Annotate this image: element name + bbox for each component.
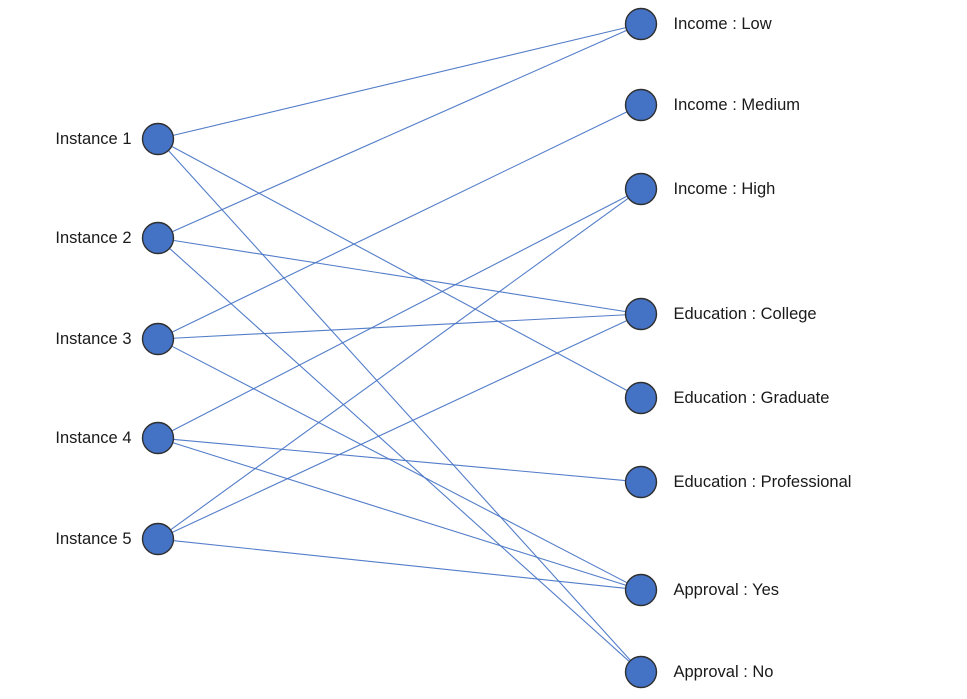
node-label-i5: Instance 5 (55, 529, 132, 548)
edge-i5-to-approval_yes (172, 539, 627, 590)
node-i1[interactable] (141, 122, 175, 156)
node-label-income_high: Income : High (673, 179, 776, 198)
node-i5[interactable] (141, 522, 175, 556)
node-approval_no[interactable] (624, 655, 658, 689)
nodes-group (141, 7, 658, 689)
edge-i5-to-edu_college (170, 319, 629, 534)
edges-group (167, 26, 632, 663)
edge-i2-to-approval_no (168, 247, 631, 663)
edge-i4-to-approval_yes (171, 441, 628, 587)
node-label-approval_no: Approval : No (673, 662, 774, 681)
node-i2[interactable] (141, 221, 175, 255)
node-edu_graduate[interactable] (624, 381, 658, 415)
node-label-approval_yes: Approval : Yes (673, 580, 780, 599)
edge-i3-to-income_medium (170, 110, 629, 334)
node-income_medium[interactable] (624, 88, 658, 122)
node-income_low[interactable] (624, 7, 658, 41)
edge-i3-to-approval_yes (170, 345, 629, 584)
edge-i4-to-edu_professional (172, 438, 627, 482)
node-income_high[interactable] (624, 172, 658, 206)
node-edu_professional[interactable] (624, 465, 658, 499)
node-i3[interactable] (141, 322, 175, 356)
edge-i3-to-edu_college (172, 314, 627, 339)
edge-i1-to-income_low (171, 26, 628, 137)
node-label-edu_graduate: Education : Graduate (673, 388, 830, 407)
node-label-edu_professional: Education : Professional (673, 472, 852, 491)
edge-i2-to-income_low (171, 29, 628, 233)
edge-i1-to-edu_graduate (170, 145, 629, 392)
edge-i1-to-approval_no (167, 149, 632, 662)
node-edu_college[interactable] (624, 297, 658, 331)
node-label-i4: Instance 4 (55, 428, 132, 447)
edge-i5-to-income_high (169, 197, 630, 531)
node-label-i3: Instance 3 (55, 329, 132, 348)
node-label-edu_college: Education : College (673, 304, 817, 323)
node-i4[interactable] (141, 421, 175, 455)
node-label-i1: Instance 1 (55, 129, 132, 148)
node-label-i2: Instance 2 (55, 228, 132, 247)
node-label-income_medium: Income : Medium (673, 95, 801, 114)
edge-i2-to-edu_college (172, 239, 627, 313)
node-label-income_low: Income : Low (673, 14, 772, 33)
edge-i4-to-income_high (170, 195, 629, 432)
node-approval_yes[interactable] (624, 573, 658, 607)
